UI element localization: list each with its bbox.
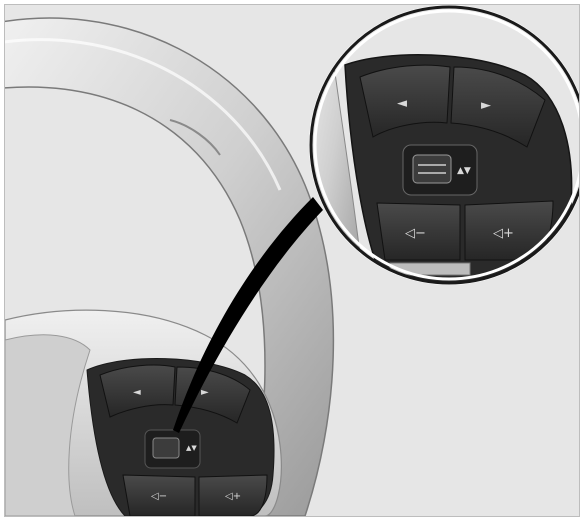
speaker-minus-icon: ◁− [151, 491, 167, 502]
triangle-left-icon: ◄ [133, 387, 141, 398]
triangle-left-icon: ◄ [397, 96, 407, 111]
triangle-right-icon: ► [481, 98, 491, 113]
speaker-minus-icon: ◁− [405, 226, 426, 241]
speaker-plus-icon: ◁+ [493, 226, 514, 241]
control-panel-small: ◄ ► ▲▼ ◁− ◁+ [87, 359, 274, 516]
up-down-arrows-icon: ▲▼ [457, 166, 471, 176]
illustration-frame: ◄ ► ▲▼ ◁− ◁+ ◄ ► [4, 4, 580, 517]
triangle-right-icon: ► [201, 387, 209, 398]
steering-wheel-illustration: ◄ ► ▲▼ ◁− ◁+ ◄ ► [5, 5, 579, 516]
speaker-plus-icon: ◁+ [225, 491, 241, 502]
up-down-arrows-icon: ▲▼ [186, 444, 197, 452]
